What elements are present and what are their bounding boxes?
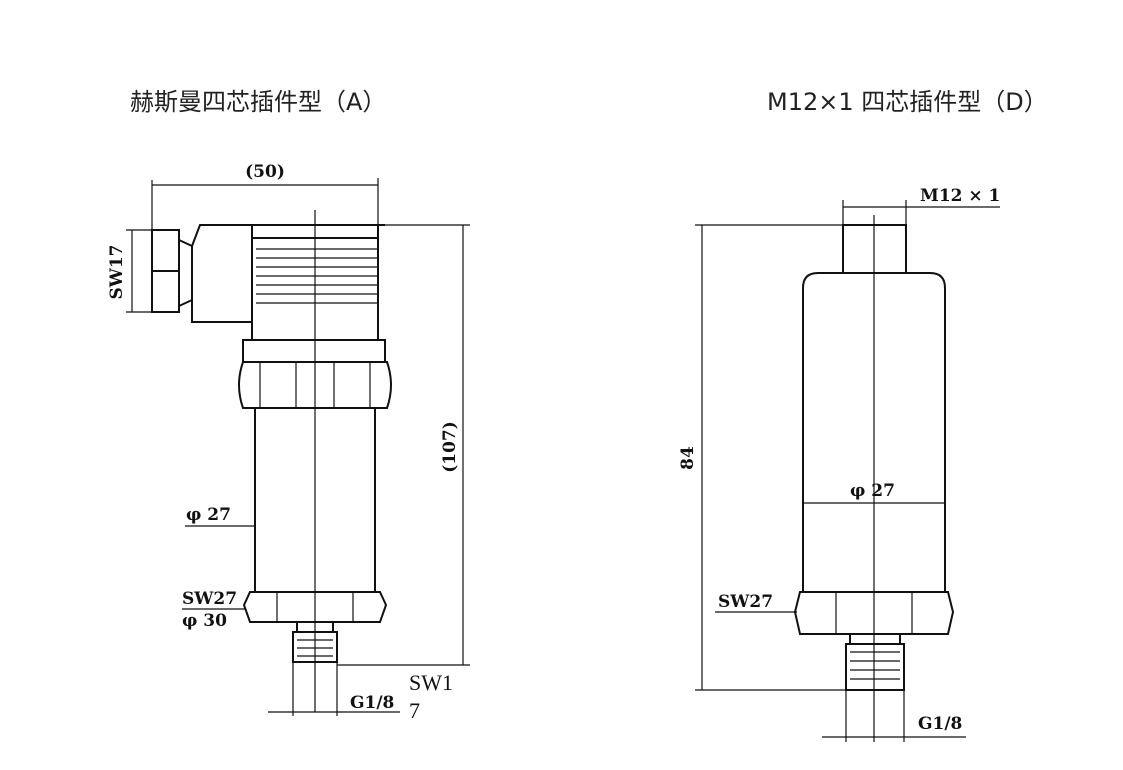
label-diameter-d: φ 27 xyxy=(850,481,895,501)
label-height-a: (107) xyxy=(440,421,460,473)
overflow-label-line1: SW1 xyxy=(409,670,453,695)
label-thread-a: G1/8 xyxy=(350,693,394,713)
plug-body-a xyxy=(191,224,470,340)
dimension-width-a: (50) xyxy=(151,162,379,240)
drawing-d: M12 × 1 φ 27 SW27 xyxy=(678,186,1000,742)
dimension-diameter-a: φ 27 xyxy=(185,505,255,527)
hex-nut-a xyxy=(242,591,388,623)
thread-port-d xyxy=(845,633,905,691)
label-sw27-d: SW27 xyxy=(718,592,773,612)
diagram-d-title: M12×1 四芯插件型（D） xyxy=(767,88,1048,116)
label-width-a: (50) xyxy=(245,162,285,182)
label-sw17-a: SW17 xyxy=(107,244,127,299)
dimension-thread-a: G1/8 xyxy=(268,662,400,716)
label-connector-d: M12 × 1 xyxy=(920,186,1000,206)
dimension-sw27-d: SW27 xyxy=(715,592,797,613)
dimension-height-d: 84 xyxy=(678,225,846,691)
label-height-d: 84 xyxy=(678,446,698,470)
knurled-ring-a xyxy=(238,361,392,409)
dimension-sw17-a: SW17 xyxy=(107,229,152,313)
grip-ribs-a xyxy=(252,237,378,304)
label-sw27-a: SW27 xyxy=(182,589,237,609)
dimension-height-a: (107) xyxy=(337,225,470,666)
overflow-label-line2: 7 xyxy=(409,698,420,723)
collar-a xyxy=(242,339,386,363)
label-thread-d: G1/8 xyxy=(918,714,962,734)
dimension-connector-d: M12 × 1 xyxy=(842,186,1000,228)
diagram-a-title: 赫斯曼四芯插件型（A） xyxy=(130,88,387,116)
dimension-thread-d: G1/8 xyxy=(822,690,966,742)
label-diameter-a: φ 27 xyxy=(186,505,231,525)
main-body-a xyxy=(254,408,376,592)
connector-nut-a xyxy=(151,229,193,313)
label-outer-diameter-a: φ 30 xyxy=(182,611,227,631)
drawing-a: (50) SW17 xyxy=(107,162,470,723)
dimension-sw27-a: SW27 φ 30 xyxy=(182,589,246,631)
